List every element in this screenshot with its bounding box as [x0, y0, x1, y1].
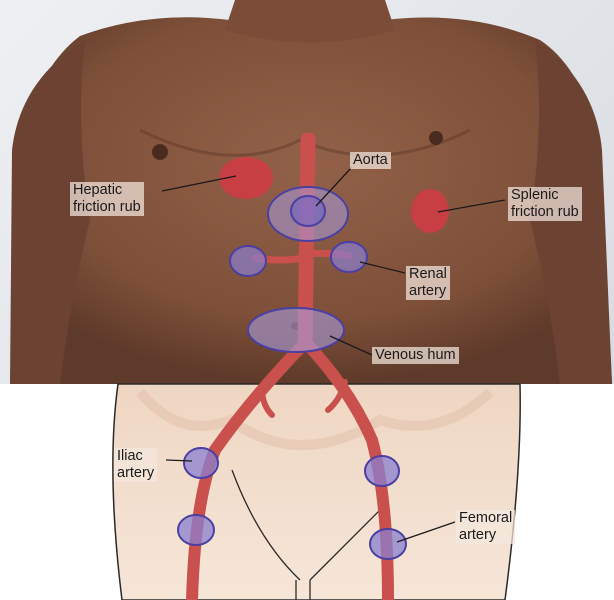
iliac-site-right [365, 456, 399, 486]
renal-site-right [331, 242, 367, 272]
label-splenic-friction-rub: Splenic friction rub [508, 187, 582, 221]
renal-site-left [230, 246, 266, 276]
iliac-site-left [184, 448, 218, 478]
aorta-site-inner [291, 196, 325, 226]
label-renal-artery: Renal artery [406, 266, 450, 300]
venous-hum-site [248, 308, 344, 352]
right-nipple [429, 131, 443, 145]
label-aorta: Aorta [350, 152, 391, 169]
left-nipple [152, 144, 168, 160]
label-hepatic-friction-rub: Hepatic friction rub [70, 182, 144, 216]
label-femoral-artery: Femoral artery [456, 510, 515, 544]
label-venous-hum: Venous hum [372, 347, 459, 364]
femoral-site-left [178, 515, 214, 545]
femoral-site-right [370, 529, 406, 559]
label-iliac-artery: Iliac artery [114, 448, 157, 482]
neck [225, 0, 395, 43]
